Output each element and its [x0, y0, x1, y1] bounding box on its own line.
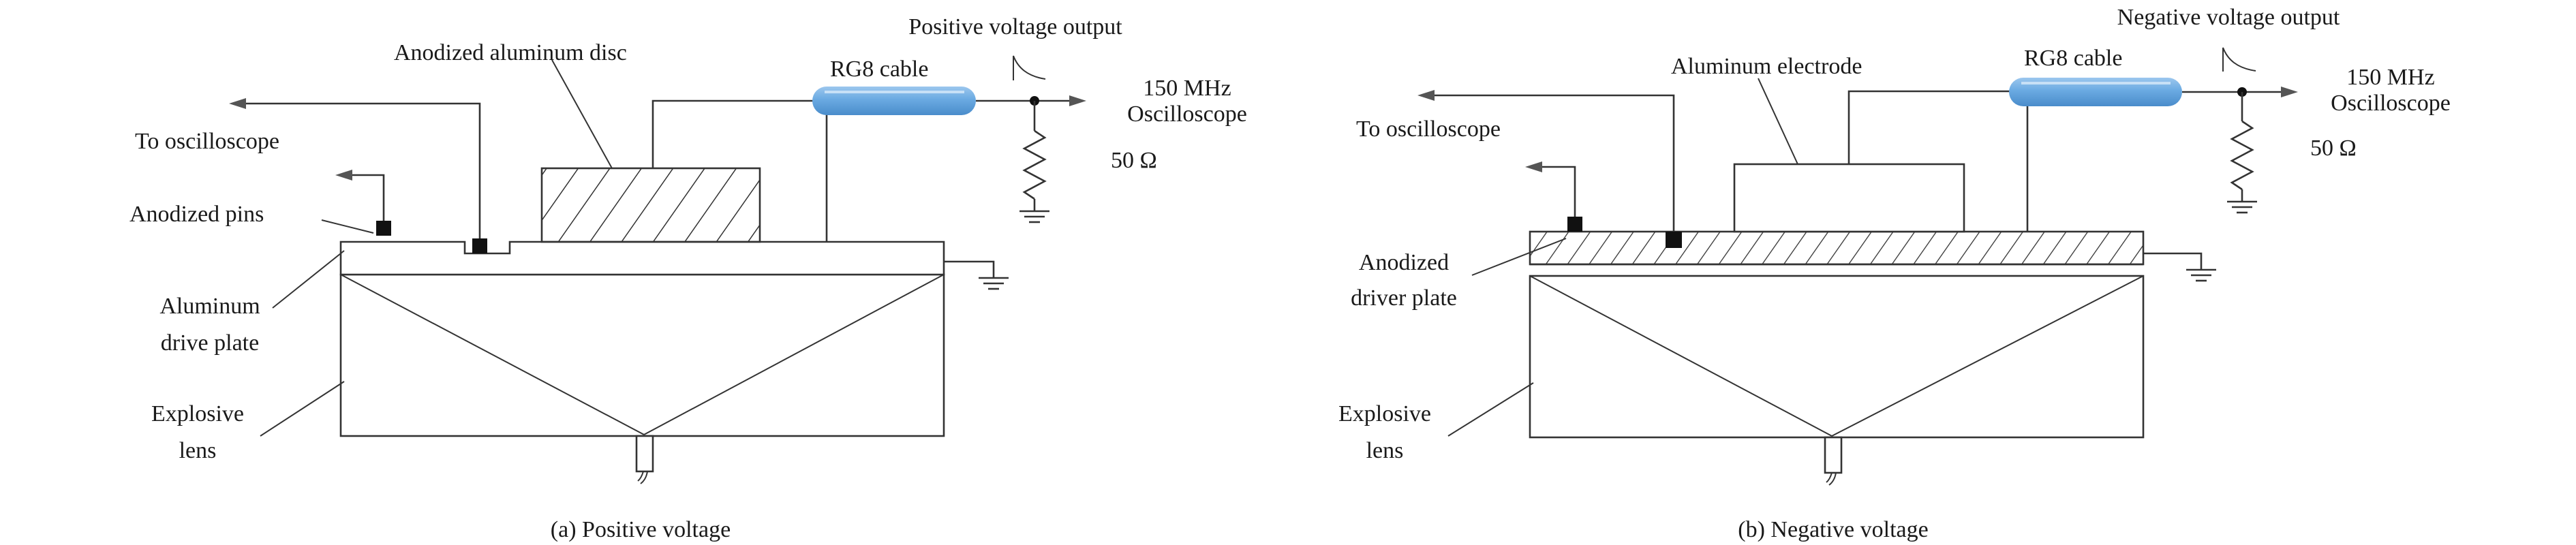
plate-label-line2-a: drive plate: [161, 330, 259, 356]
plate-lead-b: [2010, 90, 2029, 232]
electrode-lead-b: [1847, 90, 2010, 164]
resistor-label-b: 50 Ω: [2310, 136, 2357, 161]
resistor-50-ohm-b: [2230, 120, 2254, 191]
anodized-pin-2-a: [472, 238, 487, 253]
disc-lead-a: [651, 99, 814, 168]
cable-label-b: RG8 cable: [2024, 46, 2122, 71]
aluminum-electrode: [1733, 163, 1965, 233]
lens-wave-line-left-b: [1529, 275, 1833, 437]
lens-leader-b: [1447, 382, 1534, 437]
lens-label-line2-a: lens: [179, 438, 217, 463]
to-scope-label-a: To oscilloscope: [135, 129, 279, 154]
plate-ground-icon-b: [2186, 268, 2216, 282]
resistor-50-ohm-a: [1022, 129, 1047, 200]
explosive-lens-b: [1529, 275, 2145, 439]
lens-label-line1-a: Explosive: [151, 401, 244, 426]
plate-label-line1-a: Aluminum: [159, 294, 260, 319]
lens-label-line2-b: lens: [1366, 438, 1404, 463]
plate-leader-b: [1471, 238, 1567, 276]
anodized-aluminum-disc: [540, 167, 761, 243]
panel-b: Negative voltage output Aluminum electro…: [1338, 5, 2451, 542]
plate-leader-a: [272, 250, 345, 309]
negative-pulse-icon: [2222, 47, 2256, 72]
lens-wave-line-left-a: [340, 274, 645, 435]
anodized-pin-1-a: [376, 221, 391, 236]
scope-label-line1-b: 150 MHz: [2346, 65, 2434, 90]
scope-label-line2-a: Oscilloscope: [1127, 102, 1247, 127]
pin-1-arrow-b: [1525, 161, 1542, 172]
electrode-leader-b: [1758, 78, 1798, 165]
disc-leader-a: [551, 59, 613, 169]
rg8-cable-b: [2009, 78, 2182, 106]
detonator-a: [635, 435, 654, 473]
explosive-lens-a: [339, 273, 945, 437]
detonator-wire-b: [1826, 472, 1837, 486]
pin-2-lead-a: [245, 102, 481, 238]
anodized-pin-1-b: [1567, 217, 1582, 232]
plate-ground-icon-a: [979, 277, 1009, 290]
rg8-cable-a: [812, 87, 976, 115]
caption-b: (b) Negative voltage: [1738, 517, 1928, 542]
resistor-label-a: 50 Ω: [1111, 148, 1157, 173]
pins-label-a: Anodized pins: [129, 202, 264, 227]
plate-ground-lead-b: [2143, 252, 2203, 270]
pin-1-lead-b: [1542, 166, 1576, 217]
plate-label-line1-b: Anodized: [1359, 250, 1449, 275]
electrode-label-a: Anodized aluminum disc: [394, 40, 627, 65]
aluminum-drive-plate: [339, 240, 945, 276]
scope-label-line1-a: 150 MHz: [1143, 76, 1231, 101]
pin-1-arrow-a: [335, 170, 352, 181]
plate-label-line2-b: driver plate: [1351, 285, 1457, 311]
output-label-a: Positive voltage output: [908, 14, 1122, 40]
caption-a: (a) Positive voltage: [551, 517, 731, 542]
pin-2-arrow-a: [229, 98, 246, 109]
detonator-b: [1824, 436, 1843, 474]
lens-label-line1-b: Explosive: [1338, 401, 1431, 426]
lens-leader-a: [260, 381, 345, 437]
lens-wave-line-right-b: [1831, 275, 2144, 437]
pin-2-lead-b: [1435, 94, 1675, 232]
pins-leader-a: [321, 219, 374, 234]
pin-1-lead-a: [351, 174, 385, 221]
panel-a: Positive voltage output Anodized aluminu…: [129, 14, 1247, 542]
output-label-b: Negative voltage output: [2117, 5, 2340, 30]
output-arrow-a: [1069, 95, 1086, 106]
pin-2-arrow-b: [1417, 90, 1435, 101]
plate-ground-lead-a: [944, 260, 995, 278]
plate-lead-a: [814, 99, 828, 242]
positive-pulse-icon: [1013, 55, 1046, 80]
to-scope-label-b: To oscilloscope: [1356, 116, 1501, 142]
output-arrow-b: [2281, 87, 2298, 97]
detonator-wire-a: [637, 471, 648, 484]
anodized-pin-2-b: [1666, 232, 1682, 248]
electrode-label-b: Aluminum electrode: [1671, 54, 1862, 79]
cable-label-a: RG8 cable: [830, 57, 928, 82]
anodized-driver-plate: [1529, 230, 2145, 266]
scope-label-line2-b: Oscilloscope: [2331, 91, 2451, 116]
lens-wave-line-right-a: [643, 274, 945, 435]
